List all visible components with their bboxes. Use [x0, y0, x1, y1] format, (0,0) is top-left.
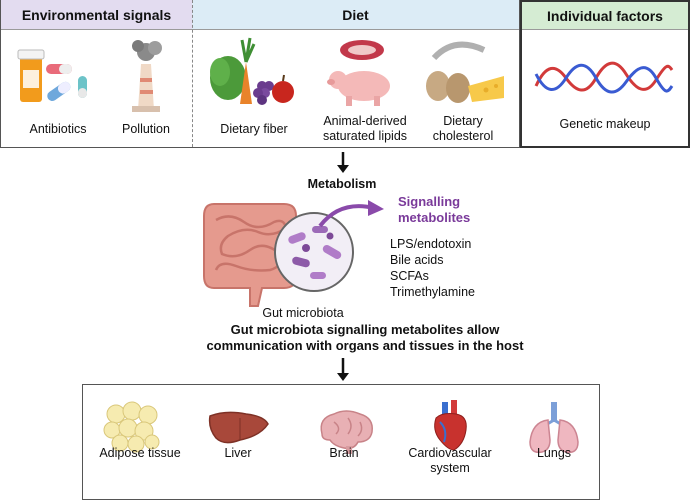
- lungs-label: Lungs: [536, 446, 572, 460]
- pollution-label: Pollution: [122, 122, 170, 136]
- metabolite-item: Bile acids: [390, 253, 444, 267]
- cardiovascular-label-1: Cardiovascular: [408, 446, 492, 460]
- microbiota-icon: [274, 212, 354, 292]
- organs-panel: [82, 384, 600, 500]
- down-arrow-icon: [337, 152, 349, 173]
- pig-meat-icon: [327, 40, 390, 106]
- genetic-makeup-label: Genetic makeup: [559, 117, 651, 131]
- animal-lipids-label-2: saturated lipids: [322, 129, 408, 143]
- diet-header: Diet: [192, 0, 519, 30]
- liver-icon: [208, 411, 269, 444]
- dietary-fiber-label: Dietary fiber: [220, 122, 288, 136]
- signalling-arrow-icon: [318, 200, 384, 228]
- brain-icon: [320, 410, 373, 454]
- down-arrow-icon: [337, 358, 349, 381]
- dna-icon: [534, 61, 674, 94]
- metabolism-label: Metabolism: [307, 177, 377, 191]
- metabolite-item: Trimethylamine: [390, 285, 475, 299]
- intestine-icon: [203, 203, 297, 307]
- vegetables-icon: [210, 37, 294, 105]
- liver-label: Liver: [224, 446, 252, 460]
- cholesterol-label-2: cholesterol: [432, 129, 494, 143]
- adipose-label: Adipose tissue: [99, 446, 181, 460]
- eggs-shrimp-cheese-icon: [426, 41, 504, 103]
- metabolite-item: SCFAs: [390, 269, 429, 283]
- individual-factors-panel: [520, 0, 690, 148]
- antibiotics-label: Antibiotics: [29, 122, 87, 136]
- signalling-metabolites-label-1: Signalling: [398, 194, 461, 209]
- environmental-signals-header: Environmental signals: [1, 0, 192, 30]
- individual-factors-header: Individual factors: [522, 2, 688, 30]
- factory-smoke-icon: [132, 40, 162, 112]
- lungs-icon: [529, 402, 579, 454]
- adipose-tissue-icon: [103, 401, 160, 453]
- antibiotics-icon: [17, 49, 87, 102]
- panel-divider: [192, 0, 193, 147]
- cardiovascular-label-2: system: [430, 461, 470, 475]
- cholesterol-label-1: Dietary: [443, 114, 483, 128]
- animal-lipids-label-1: Animal-derived: [323, 114, 407, 128]
- signalling-metabolites-label-2: metabolites: [398, 210, 471, 225]
- metabolite-item: LPS/endotoxin: [390, 237, 472, 251]
- statement-line-1: Gut microbiota signalling metabolites al…: [230, 322, 500, 337]
- gut-microbiota-label: Gut microbiota: [262, 306, 344, 320]
- brain-label: Brain: [329, 446, 359, 460]
- heart-icon: [434, 400, 467, 451]
- statement-line-2: communication with organs and tissues in…: [206, 338, 524, 353]
